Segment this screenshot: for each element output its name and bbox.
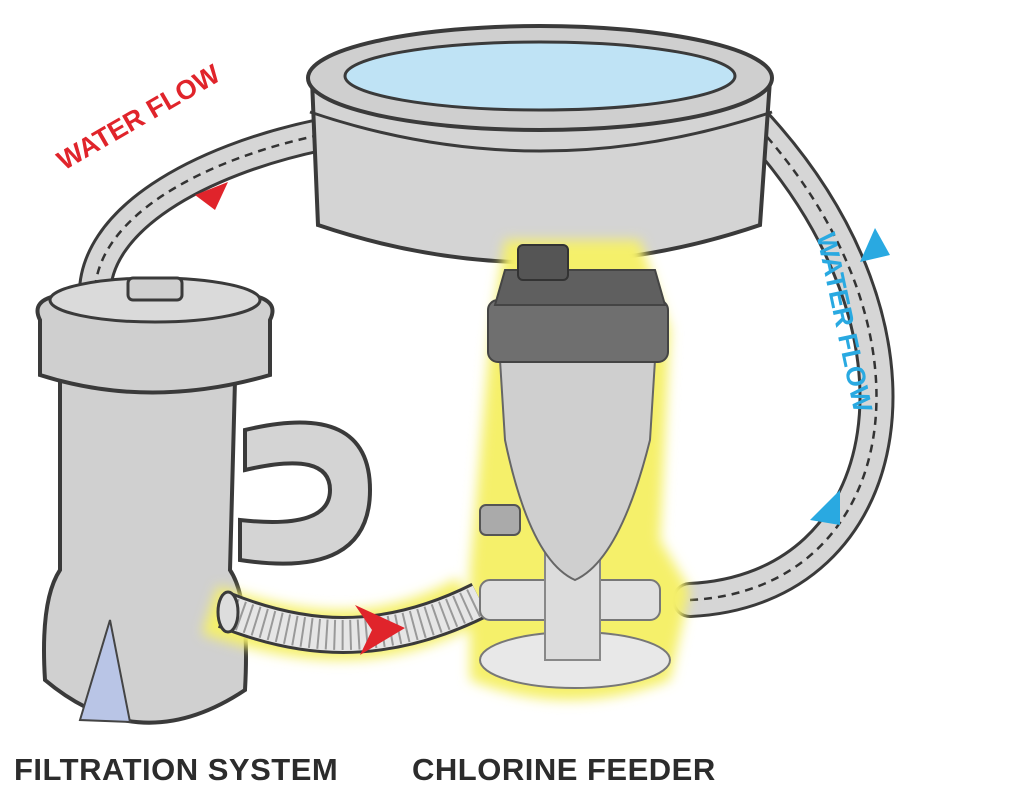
return-hose-right — [672, 100, 895, 618]
flex-hose — [216, 582, 489, 654]
filtration-system-label: FILTRATION SYSTEM — [14, 752, 339, 787]
flow-arrow-red-top — [195, 182, 228, 210]
chlorine-feeder-label: CHLORINE FEEDER — [412, 752, 716, 787]
flow-arrow-blue-lower — [810, 490, 840, 525]
pool — [306, 24, 774, 265]
chlorine-feeder — [479, 244, 671, 689]
filtration-pump — [35, 276, 373, 725]
flow-arrow-blue-upper — [860, 228, 890, 262]
return-hose-left — [77, 118, 337, 317]
flow-arrow-red-hose — [355, 605, 405, 655]
